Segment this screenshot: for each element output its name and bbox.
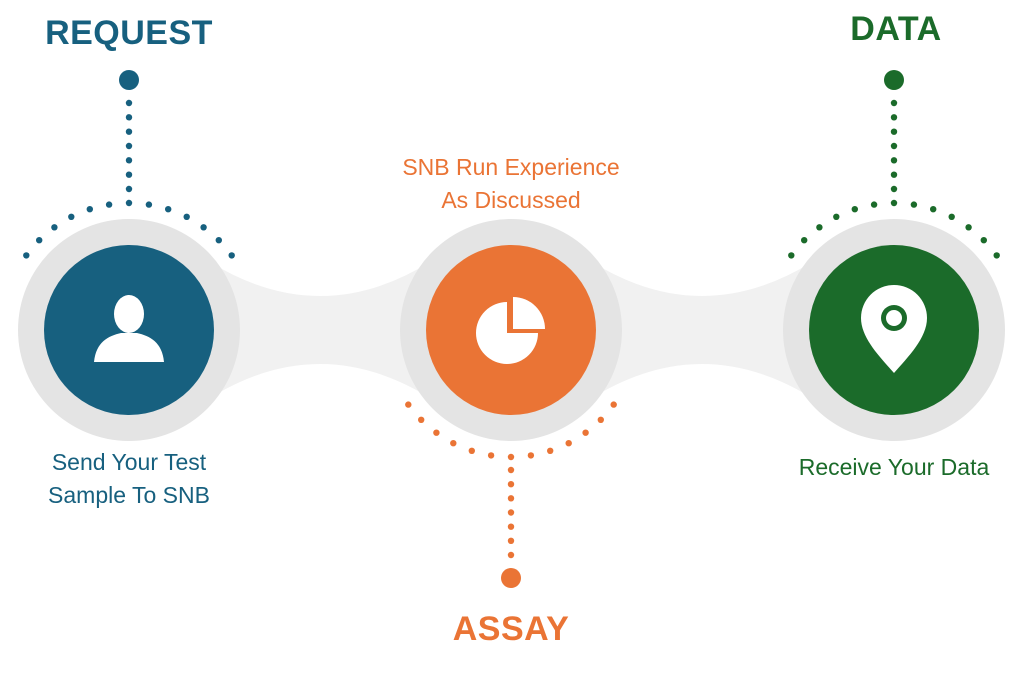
pie-chart-icon [476, 297, 545, 364]
request-dotted-arc [200, 224, 207, 231]
data-dotted-arc [851, 206, 858, 213]
request-description: Send Your Test Sample To SNB [0, 446, 258, 512]
assay-dotted-arc [610, 401, 617, 408]
request-endpoint-dot [119, 70, 139, 90]
request-description-line: Send Your Test [51, 449, 207, 475]
assay-dotted-arc [418, 416, 425, 423]
assay-dotted-stem [507, 523, 515, 530]
assay-title: ASSAY [452, 610, 570, 648]
request-dotted-arc [23, 252, 30, 259]
assay-dotted-stem [507, 466, 515, 474]
location-pin-icon [861, 285, 927, 373]
request-dotted-arc [215, 237, 222, 244]
request-dotted-stem [125, 128, 133, 135]
data-dotted-arc [980, 237, 987, 244]
data-dotted-arc [870, 201, 878, 208]
request-dotted-arc [51, 224, 58, 231]
assay-description-line: SNB Run Experience [402, 154, 620, 180]
data-dotted-arc [833, 213, 840, 220]
data-description: Receive Your Data [764, 451, 1024, 484]
data-dotted-arc [788, 252, 795, 259]
assay-dotted-arc [450, 440, 457, 447]
data-dotted-arc [890, 199, 898, 207]
data-dotted-stem [890, 99, 898, 107]
data-endpoint-dot [884, 70, 904, 90]
request-title: REQUEST [45, 14, 213, 52]
assay-description: SNB Run Experience As Discussed [361, 151, 661, 217]
assay-dotted-arc [468, 447, 475, 454]
request-dotted-stem [125, 171, 133, 178]
assay-dotted-arc [597, 416, 604, 423]
request-dotted-arc [36, 237, 43, 244]
data-title: DATA [850, 10, 942, 48]
user-icon [94, 295, 164, 362]
request-dotted-arc [125, 199, 133, 207]
assay-dotted-arc [582, 429, 589, 436]
data-dotted-arc [816, 224, 823, 231]
data-dotted-arc [948, 213, 955, 220]
data-dotted-arc [910, 201, 918, 208]
assay-dotted-arc [527, 452, 535, 459]
assay-dotted-arc [565, 440, 572, 447]
assay-dotted-arc [405, 401, 412, 408]
connector-band-left [210, 262, 430, 398]
assay-dotted-arc [433, 429, 440, 436]
data-dotted-stem [890, 171, 898, 178]
request-description-line: Sample To SNB [48, 482, 210, 508]
assay-dotted-arc [507, 453, 515, 461]
dotted-connectors [23, 99, 1000, 559]
request-dotted-stem [125, 114, 133, 121]
connector-band-right [592, 262, 812, 398]
assay-circle [426, 245, 596, 415]
request-dotted-arc [105, 201, 113, 208]
data-dotted-arc [930, 206, 937, 213]
data-dotted-stem [890, 185, 898, 193]
assay-dotted-stem [507, 481, 515, 488]
data-dotted-arc [965, 224, 972, 231]
data-dotted-arc [801, 237, 808, 244]
assay-dotted-stem [507, 509, 515, 516]
request-dotted-arc [183, 213, 190, 220]
request-dotted-stem [125, 185, 133, 193]
request-dotted-stem [125, 157, 133, 164]
request-dotted-arc [68, 213, 75, 220]
assay-dotted-stem [507, 537, 515, 544]
assay-dotted-stem [507, 551, 515, 559]
request-dotted-arc [145, 201, 153, 208]
request-dotted-arc [86, 206, 94, 213]
request-dotted-arc [228, 252, 235, 259]
data-description-line: Receive Your Data [798, 454, 990, 480]
data-dotted-stem [890, 114, 898, 121]
data-dotted-stem [890, 157, 898, 164]
request-dotted-stem [125, 142, 133, 150]
assay-dotted-arc [547, 447, 554, 454]
assay-endpoint-dot [501, 568, 521, 588]
data-dotted-arc [993, 252, 1000, 259]
assay-dotted-stem [507, 495, 515, 502]
assay-dotted-arc [487, 452, 495, 459]
request-dotted-stem [125, 99, 133, 107]
data-dotted-stem [890, 128, 898, 135]
data-dotted-stem [890, 142, 898, 150]
request-dotted-arc [165, 206, 172, 213]
assay-description-line: As Discussed [441, 187, 581, 213]
